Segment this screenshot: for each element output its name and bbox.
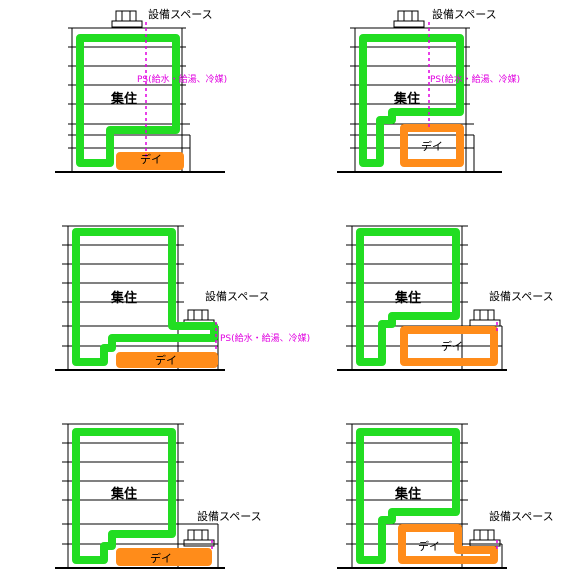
day-service-label: デイ — [150, 551, 172, 565]
building-frame — [55, 27, 225, 173]
panel-middle-right: 設備スペース 集住 デイ — [337, 225, 554, 371]
residential-label: 集住 — [110, 290, 137, 306]
residential-zone — [72, 228, 218, 366]
equipment-box — [183, 529, 215, 547]
residential-label: 集住 — [393, 91, 420, 107]
day-service-zone — [116, 152, 184, 170]
residential-zone — [356, 428, 460, 564]
equipment-space-label: 設備スペース — [148, 7, 213, 21]
day-service-label: デイ — [155, 353, 177, 367]
building-frame — [55, 423, 225, 569]
residential-zone — [359, 34, 464, 167]
residential-label: 集住 — [394, 486, 421, 502]
panel-middle-left: 設備スペース PS(給水・給湯、冷媒) 集住 デイ — [55, 225, 310, 371]
panel-bottom-left: 設備スペース 集住 デイ — [55, 423, 262, 569]
equipment-box — [469, 309, 501, 327]
equipment-space-label: 設備スペース — [489, 289, 554, 303]
panel-top-left: 設備スペース PS(給水・給湯、冷媒) 集住 デイ — [55, 7, 227, 173]
day-service-zone — [116, 352, 218, 368]
day-service-zone — [116, 548, 212, 566]
residential-zone — [76, 34, 180, 167]
equipment-box — [111, 10, 143, 28]
day-service-label: デイ — [418, 539, 440, 553]
equipment-space-label: 設備スペース — [205, 289, 270, 303]
equipment-space-label: 設備スペース — [197, 509, 262, 523]
panel-top-right: 設備スペース PS(給水・給湯、冷媒) 集住 デイ — [337, 7, 520, 173]
day-service-label: デイ — [441, 339, 463, 353]
pipe-shaft-label: PS(給水・給湯、冷媒) — [137, 73, 227, 85]
equipment-space-label: 設備スペース — [489, 509, 554, 523]
residential-zone — [356, 228, 460, 366]
pipe-shaft-label: PS(給水・給湯、冷媒) — [220, 332, 310, 344]
panel-bottom-right: 設備スペース 集住 デイ — [337, 423, 554, 569]
residential-label: 集住 — [110, 91, 137, 107]
residential-label: 集住 — [394, 290, 421, 306]
building-frame — [337, 225, 507, 371]
equipment-box — [393, 10, 425, 28]
pipe-shaft-label: PS(給水・給湯、冷媒) — [430, 73, 520, 85]
equipment-space-label: 設備スペース — [432, 7, 497, 21]
building-frame — [337, 27, 502, 173]
day-service-zone — [398, 524, 498, 564]
day-service-zone — [400, 124, 464, 167]
residential-label: 集住 — [110, 486, 137, 502]
day-service-label: デイ — [421, 139, 443, 153]
day-service-zone — [400, 326, 498, 366]
day-service-label: デイ — [140, 152, 162, 166]
residential-zone — [72, 428, 176, 564]
building-frame — [55, 225, 225, 371]
